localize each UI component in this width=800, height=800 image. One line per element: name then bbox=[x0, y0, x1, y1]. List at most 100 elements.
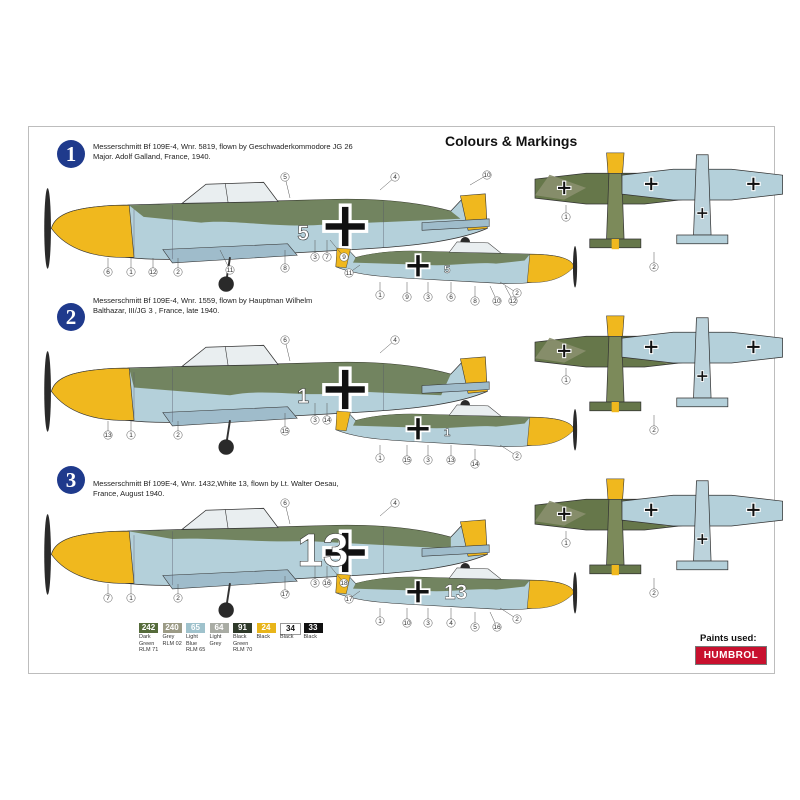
balkenkreuz bbox=[563, 181, 566, 195]
scheme-1-side-callout-number: 12 bbox=[149, 269, 157, 276]
scheme-1-caption-line: Major. Adolf Galland, France, 1940. bbox=[93, 152, 211, 161]
scheme-2-small-callout-circle bbox=[375, 453, 385, 463]
scheme-2-small-callout-number: 15 bbox=[403, 457, 411, 464]
camouflage bbox=[129, 362, 451, 396]
wing bbox=[162, 569, 298, 590]
scheme-2-side-callout-number: 3 bbox=[313, 417, 317, 424]
scheme-2-side-callout-circle bbox=[126, 430, 136, 440]
yellow-nose-plan bbox=[606, 152, 625, 174]
scheme-1-side-callout-number: 9 bbox=[342, 254, 346, 261]
scheme-3-small-callout-circle bbox=[344, 594, 354, 604]
scheme-1-small-callout-number: 6 bbox=[449, 294, 453, 301]
paint-chip-label: Light Grey bbox=[209, 634, 222, 647]
scheme-1-side-callout-circle bbox=[280, 172, 290, 182]
scheme-2-plan-callout-circle bbox=[561, 375, 571, 385]
scheme-2-small-callout-number: 1 bbox=[378, 455, 382, 462]
scheme-1-small-callout-number: 3 bbox=[426, 294, 430, 301]
fuselage-number: 13 bbox=[297, 524, 348, 576]
paint-chip-91: 91 bbox=[233, 623, 252, 633]
balkenkreuz bbox=[341, 532, 349, 573]
yellow-nose bbox=[51, 205, 135, 258]
scheme-3-plan-callout-number: 2 bbox=[652, 590, 656, 597]
scheme-3-small-callout-number: 5 bbox=[473, 624, 477, 631]
scheme-1-plan-callout-circle bbox=[561, 212, 571, 222]
propeller-icon bbox=[44, 514, 51, 595]
canopy-frame bbox=[224, 346, 229, 366]
scheme-2-caption-line: Balthazar, III/JG 3 , France, late 1940. bbox=[93, 306, 220, 315]
scheme-3-small-profile: 13 bbox=[335, 567, 578, 614]
yellow-rudder bbox=[335, 410, 351, 432]
scheme-3-side-callout-number: 2 bbox=[176, 595, 180, 602]
balkenkreuz bbox=[701, 534, 704, 545]
scheme-2-plan-callouts: 12 bbox=[561, 368, 659, 435]
paint-chip-label: Dark Green RLM 71 bbox=[139, 634, 159, 653]
scheme-1-small-callout-number: 1 bbox=[378, 292, 382, 299]
paint-chip-33: 33 bbox=[303, 623, 323, 633]
scheme-1-caption-line: Messerschmitt Bf 109E-4, Wnr. 5819, flow… bbox=[93, 142, 353, 151]
fuselage-number: 5 bbox=[444, 264, 451, 276]
yellow-nose bbox=[51, 368, 135, 421]
scheme-1-side-callout-number: 8 bbox=[283, 265, 287, 272]
canopy bbox=[180, 181, 279, 204]
balkenkreuz bbox=[752, 340, 755, 354]
scheme-3-side-callout-circle bbox=[173, 593, 183, 603]
canopy-frame bbox=[224, 509, 229, 529]
scheme-3-side-callout-number: 1 bbox=[129, 595, 133, 602]
scheme-1-plan-callout-number: 2 bbox=[652, 264, 656, 271]
scheme-1-badge: 1 bbox=[57, 140, 85, 168]
scheme-1-side-callout-number: 2 bbox=[176, 269, 180, 276]
scheme-1-small-callout-number: 11 bbox=[346, 270, 353, 277]
scheme-1-small-callout-circle bbox=[508, 296, 518, 306]
yellow-nose-plan bbox=[606, 478, 625, 500]
balkenkreuz bbox=[701, 208, 704, 219]
scheme-2-small-callout-number: 2 bbox=[515, 453, 519, 460]
tailplane bbox=[421, 218, 490, 231]
scheme-3-small-callout-number: 17 bbox=[345, 596, 353, 603]
scheme-1-small-callout-circle bbox=[492, 296, 502, 306]
scheme-3-small-callout-number: 3 bbox=[426, 620, 430, 627]
tailplane-plan bbox=[676, 234, 729, 245]
balkenkreuz bbox=[416, 255, 420, 277]
scheme-2-side-callout-circle bbox=[280, 335, 290, 345]
scheme-1-small-callout-circle bbox=[344, 268, 354, 278]
scheme-2-side-callout-number: 2 bbox=[176, 432, 180, 439]
scheme-2-small-callout-circle bbox=[423, 455, 433, 465]
scheme-3-side-callout-number: 3 bbox=[313, 580, 317, 587]
paint-chip-label: Black Green RLM 70 bbox=[233, 634, 253, 653]
paint-chip-label: Black bbox=[256, 634, 270, 640]
scheme-3-badge: 3 bbox=[57, 466, 85, 494]
scheme-1-plan-callouts: 12 bbox=[561, 205, 659, 272]
scheme-1-small-callout-number: 10 bbox=[493, 298, 501, 305]
canopy-frame bbox=[224, 183, 229, 203]
scheme-1-side-callout-circle bbox=[280, 263, 290, 273]
camouflage bbox=[353, 250, 530, 266]
scheme-2-side-callout-number: 14 bbox=[323, 417, 331, 424]
fuselage-plan bbox=[693, 154, 712, 236]
scheme-1-plan-callout-number: 1 bbox=[564, 214, 568, 221]
scheme-3-side-callout-circle bbox=[339, 578, 349, 588]
paint-chip-64: 64 bbox=[209, 623, 229, 633]
canopy bbox=[448, 241, 502, 254]
scheme-3-small-callout-circle bbox=[375, 616, 385, 626]
scheme-3-small-callout-number: 1 bbox=[378, 618, 382, 625]
scheme-1-small-callout-number: 8 bbox=[473, 298, 477, 305]
wheel bbox=[218, 439, 234, 455]
scheme-3-side-callout-circle bbox=[103, 593, 113, 603]
yellow-nose bbox=[526, 417, 575, 446]
scheme-2-small-callout-circle bbox=[470, 459, 480, 469]
yellow-nose bbox=[51, 531, 135, 584]
scheme-3-upper-plan bbox=[534, 478, 696, 576]
scheme-2-side-callout-number: 1 bbox=[129, 432, 133, 439]
scheme-2-side-callout-circle bbox=[310, 415, 320, 425]
yellow-nose-plan bbox=[606, 315, 625, 337]
scheme-2-side-callout-number: 15 bbox=[281, 428, 289, 435]
scheme-1-side-profile: 5 bbox=[44, 181, 490, 292]
scheme-3-small-callout-number: 2 bbox=[515, 616, 519, 623]
humbrol-logo: HUMBROL bbox=[695, 646, 767, 665]
yellow-nose bbox=[526, 254, 575, 283]
panel-lines bbox=[133, 201, 384, 260]
yellow-tail-plan bbox=[611, 239, 619, 250]
fuselage-plan bbox=[693, 317, 712, 399]
